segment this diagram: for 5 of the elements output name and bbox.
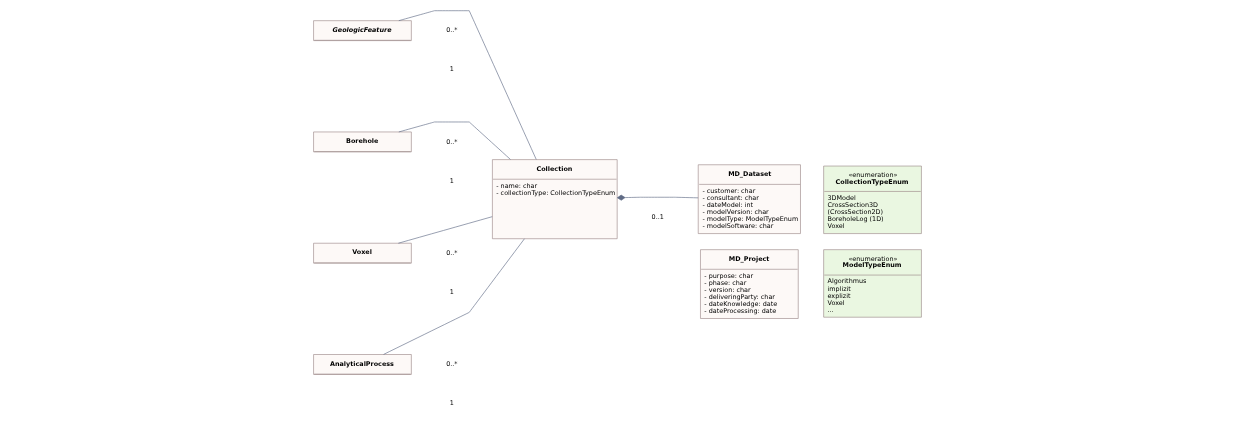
connector xyxy=(398,121,511,160)
connector xyxy=(382,238,525,355)
connector xyxy=(397,216,493,244)
connector xyxy=(398,10,537,160)
connector xyxy=(616,194,698,201)
